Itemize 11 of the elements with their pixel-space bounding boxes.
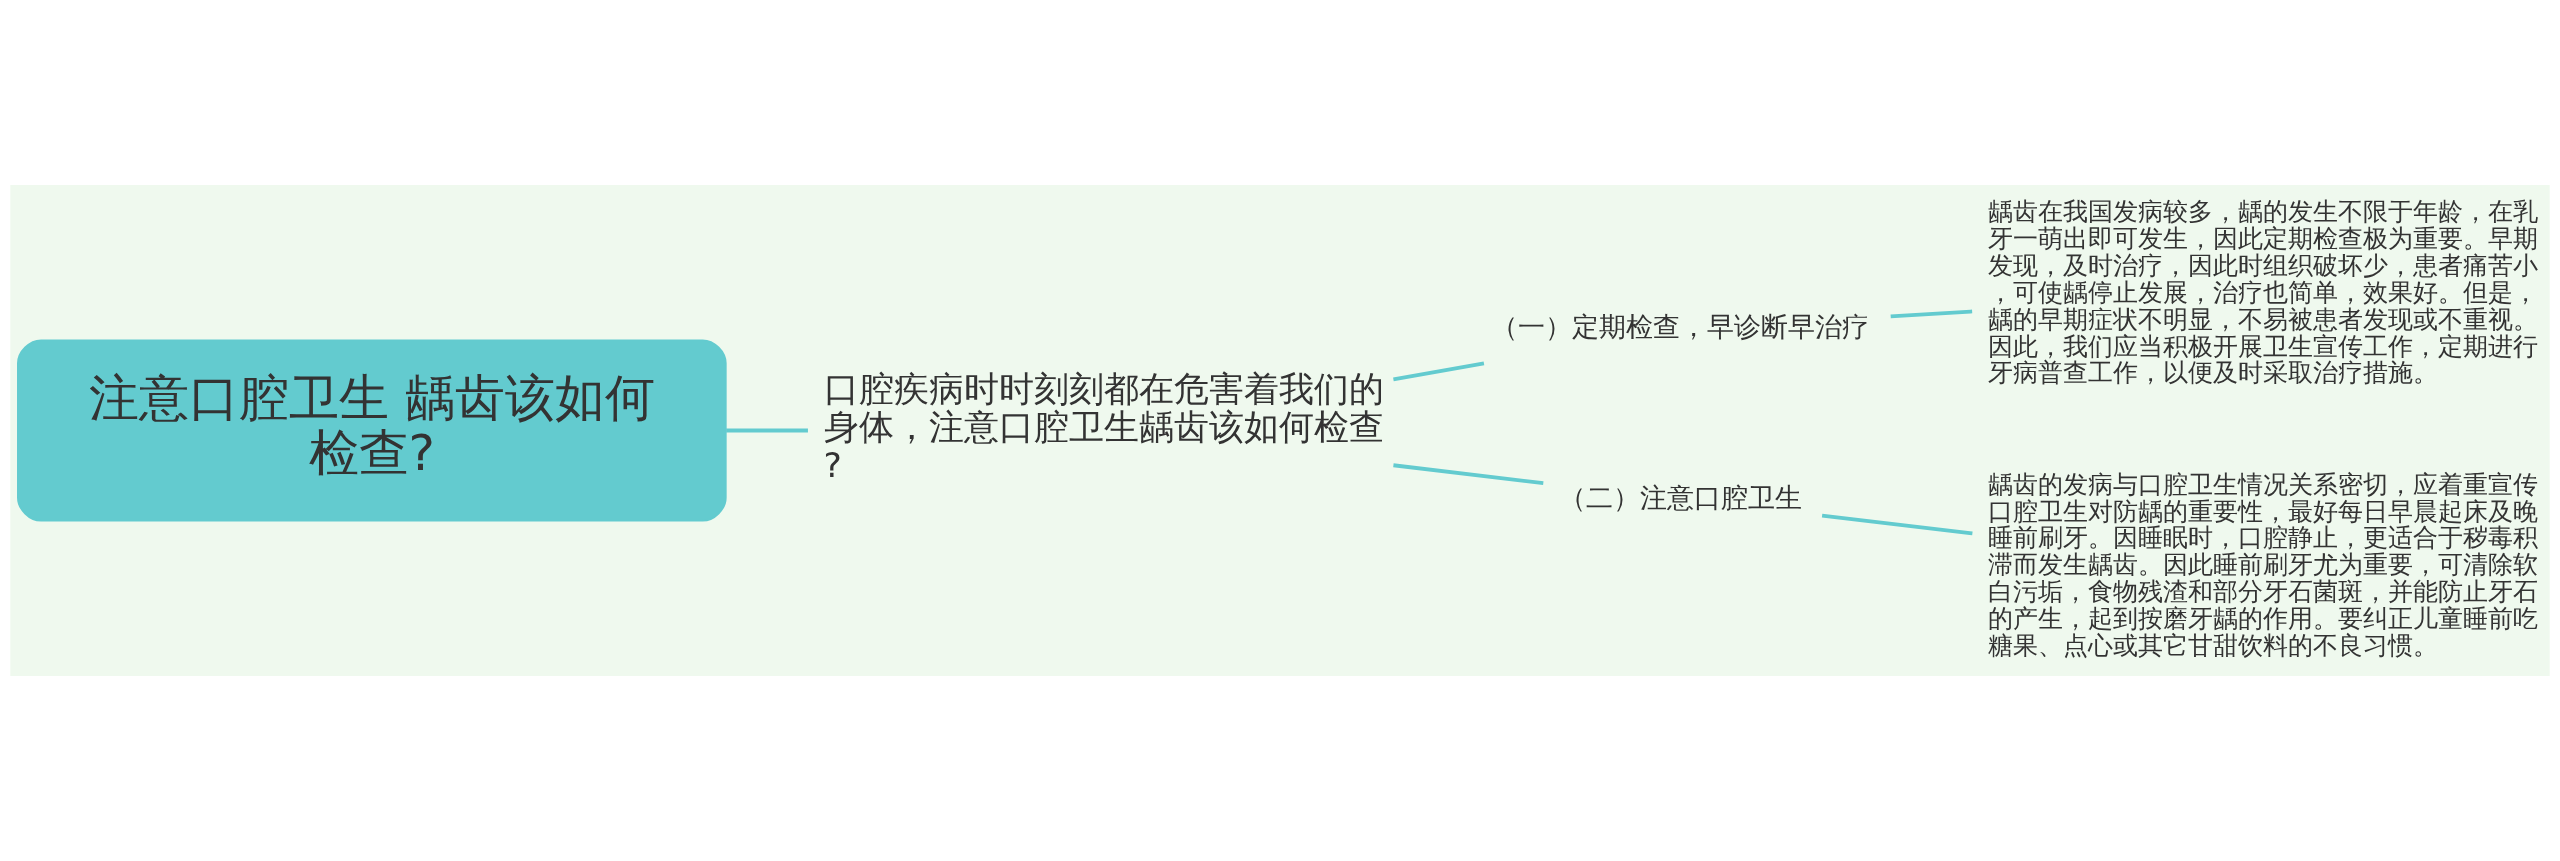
connector xyxy=(1393,361,1485,382)
node-text: （二）注意口腔卫生 xyxy=(1559,481,1803,513)
node-text: 龋齿在我国发病较多，龋的发生不限于年龄，在乳牙一萌出即可发生，因此定期检查极为重要。早期发现，及时治疗，因此时组织破坏少，患者痛苦小，可使龋停止发展，治疗也简单，效果好。但是，龋的早期症状不明显，不易被患者发现或不重视。因此，我们应当积极开展卫生宣传工作，定期进行牙病普查工作，以便及时采取治疗措施。 xyxy=(1987,197,2538,388)
node-text: 口腔疾病时时刻刻都在危害着我们的身体，注意口腔卫生龋齿该如何检查? xyxy=(823,368,1384,486)
node-box: 注意口腔卫生 龋齿该如何检查? xyxy=(17,339,727,522)
connector xyxy=(1890,309,1973,319)
connector xyxy=(726,428,808,433)
connector xyxy=(1393,463,1544,486)
node-text: （一）定期检查，早诊断早治疗 xyxy=(1490,310,1869,342)
node-text: 龋齿的发病与口腔卫生情况关系密切，应着重宣传口腔卫生对防龋的重要性，最好每日早晨起床及晚睡前刷牙。因睡眠时，口腔静止，更适合于秽毒积滞而发生龋齿。因此睡前刷牙尤为重要，可清除软白污垢，食物残渣和部分牙石菌斑，并能防止牙石的产生，起到按磨牙龋的作用。要纠正儿童睡前吃糖果、点心或其它甘甜饮料的不良习惯。 xyxy=(1987,469,2538,660)
connector xyxy=(1821,513,1973,536)
